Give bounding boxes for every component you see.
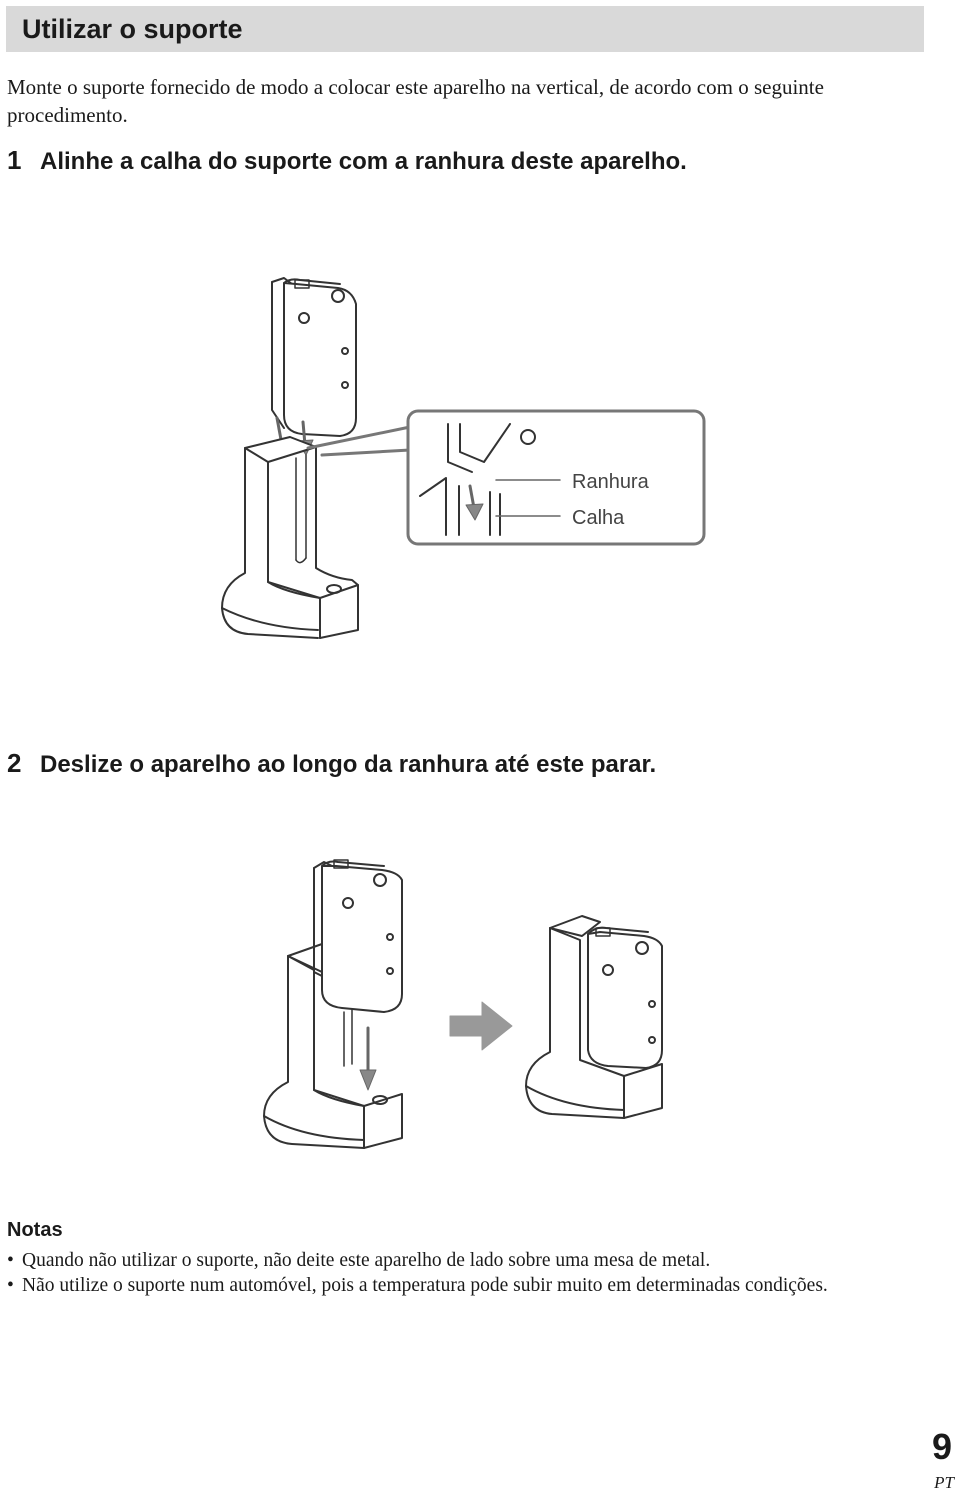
step-1: 1 Alinhe a calha do suporte com a ranhura…	[7, 146, 687, 176]
note-text: Quando não utilizar o suporte, não deite…	[22, 1250, 711, 1271]
callout-leader	[306, 425, 412, 450]
note-item: • Quando não utilizar o suporte, não deit…	[7, 1248, 947, 1273]
notes-list: • Quando não utilizar o suporte, não deit…	[7, 1248, 947, 1298]
figure-2a-arrow	[359, 1026, 377, 1091]
page-number: 9	[931, 1426, 952, 1467]
step-1-text: Alinhe a calha do suporte com a ranhura …	[40, 148, 687, 175]
bullet-icon: •	[7, 1250, 14, 1271]
label-calha: Calha	[572, 507, 625, 529]
note-item: • Não utilize o suporte num automóvel, po…	[7, 1273, 947, 1298]
step-1-number: 1	[7, 145, 22, 175]
intro-paragraph: Monte o suporte fornecido de modo a colo…	[7, 75, 824, 127]
step-2-text: Deslize o aparelho ao longo da ranhura a…	[40, 751, 657, 778]
label-ranhura: Ranhura	[572, 471, 650, 493]
figure-1-device	[271, 277, 357, 437]
figure-1-stand	[221, 436, 359, 639]
callout-box: Ranhura Calha	[406, 409, 706, 546]
note-text: Não utilize o suporte num automóvel, poi…	[22, 1275, 828, 1296]
section-title-bar: Utilizar o suporte	[6, 6, 924, 52]
figure-2a-device	[313, 859, 403, 1013]
notes-title: Notas	[7, 1219, 63, 1241]
language-code: PT	[934, 1473, 954, 1492]
right-arrow-icon	[449, 1001, 513, 1051]
figure-2b-assembled	[525, 915, 663, 1119]
bullet-icon: •	[7, 1275, 14, 1296]
step-2: 2 Deslize o aparelho ao longo da ranhura …	[7, 749, 656, 779]
page-title: Utilizar o suporte	[22, 14, 243, 44]
step-2-number: 2	[7, 748, 22, 778]
